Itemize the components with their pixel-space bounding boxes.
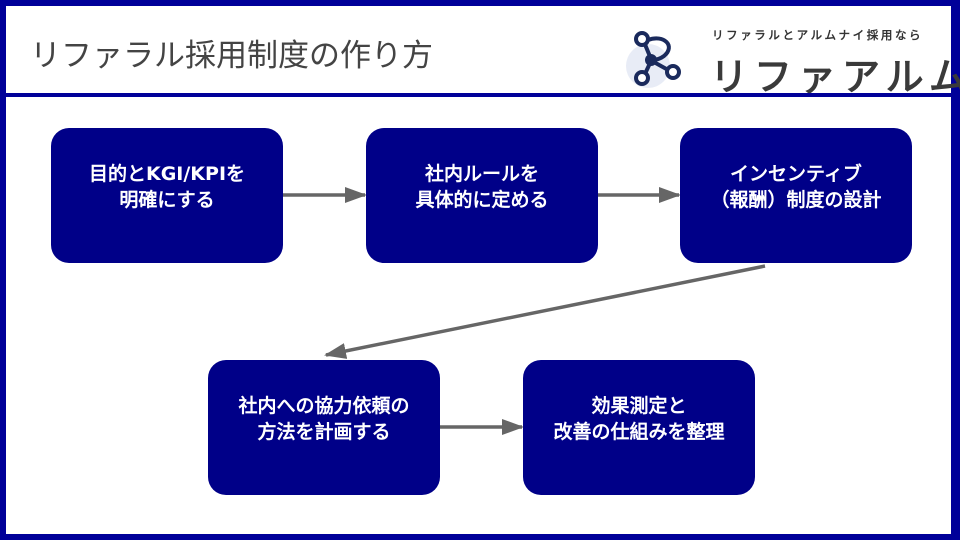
flow-step-1: 目的とKGI/KPIを明確にする — [51, 128, 283, 263]
header: リファラル採用制度の作り方 リファラルとアルムナイ採用なら リファアルム — [6, 6, 960, 99]
flow-step-4: 社内への協力依頼の方法を計画する — [208, 360, 440, 495]
brand-tagline: リファラルとアルムナイ採用なら — [712, 28, 924, 42]
brand-name: リファアルム — [710, 55, 960, 99]
step-3-line-1: インセンティブ — [730, 162, 862, 185]
step-4-line-2: 方法を計画する — [257, 420, 391, 443]
step-2-line-1: 社内ルールを — [424, 162, 539, 185]
flow-step-2: 社内ルールを具体的に定める — [366, 128, 598, 263]
network-r-logo-icon — [626, 31, 681, 88]
step-5-line-1: 効果測定と — [591, 394, 687, 417]
step-4-line-1: 社内への協力依頼の — [238, 394, 410, 417]
flow-step-3: インセンティブ （報酬）制度の設計 — [680, 128, 912, 263]
header-divider — [6, 93, 951, 97]
flow-step-5: 効果測定と改善の仕組みを整理 — [523, 360, 755, 495]
step-3-line-2: （報酬）制度の設計 — [710, 188, 882, 211]
step-1-line-2: 明確にする — [119, 188, 215, 211]
step-2-line-2: 具体的に定める — [415, 188, 549, 211]
step-5-line-2: 改善の仕組みを整理 — [553, 420, 725, 443]
page-title: リファラル採用制度の作り方 — [30, 38, 433, 74]
step-1-line-1: 目的とKGI/KPIを — [88, 162, 246, 185]
brand-logo: リファラルとアルムナイ採用なら リファアルム — [620, 18, 960, 99]
